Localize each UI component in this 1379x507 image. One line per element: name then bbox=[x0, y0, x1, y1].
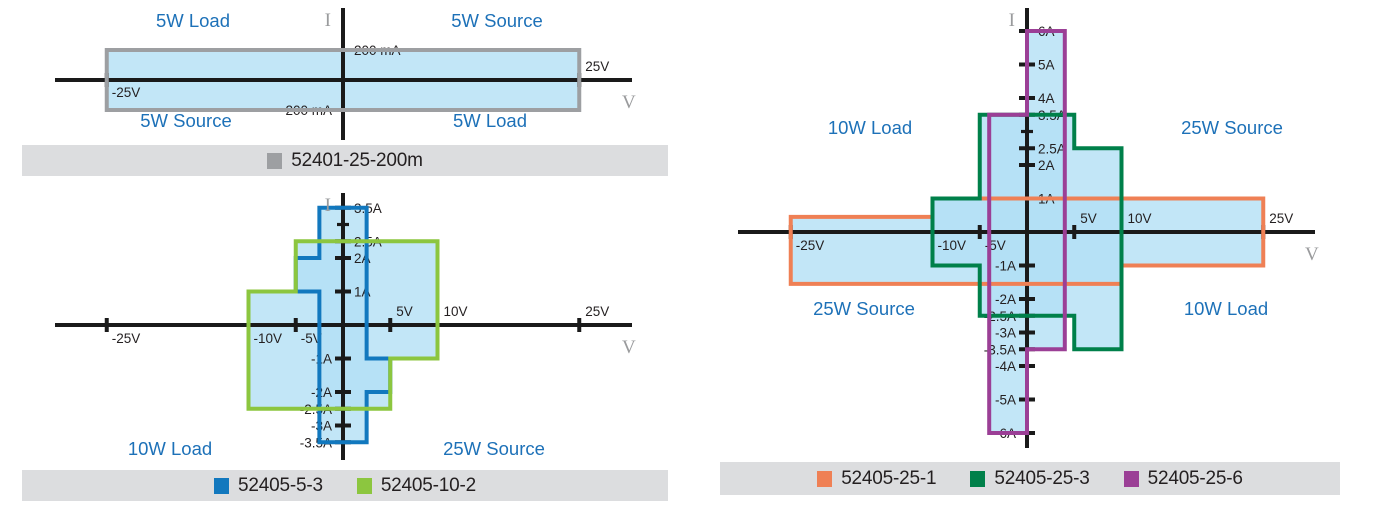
legend-entry: 52405-10-2 bbox=[356, 474, 477, 497]
voltage-tick-label: -25V bbox=[112, 331, 141, 346]
legend-swatch-icon bbox=[1123, 470, 1139, 487]
region-outline-52405-25-6 bbox=[987, 29, 1067, 435]
voltage-tick-label: 25V bbox=[585, 304, 609, 319]
current-tick-label: 2.5A bbox=[1038, 141, 1066, 156]
current-tick-label: -1A bbox=[311, 352, 332, 367]
current-tick-label: -3.5A bbox=[300, 435, 332, 450]
voltage-tick-label: -25V bbox=[112, 85, 141, 100]
voltage-tick-label: 10V bbox=[1128, 211, 1152, 226]
current-tick-label: 2A bbox=[1038, 158, 1055, 173]
legend-swatch-icon bbox=[817, 470, 833, 487]
quadrant-label-q1: 25W Source bbox=[443, 438, 545, 459]
voltage-tick-label: 5V bbox=[1080, 211, 1097, 226]
legend-label: 52405-5-3 bbox=[237, 474, 323, 496]
current-tick-label: -4A bbox=[995, 359, 1016, 374]
quadrant-label-q4: 10W Load bbox=[1184, 298, 1268, 319]
current-tick-label: -1A bbox=[995, 259, 1016, 274]
voltage-tick-label: -25V bbox=[796, 238, 825, 253]
legend-entry: 52405-25-1 bbox=[817, 467, 937, 490]
quadrant-label-q2: 10W Load bbox=[128, 438, 212, 459]
voltage-tick-label: 10V bbox=[444, 304, 468, 319]
quadrant-label-q3: 25W Source bbox=[813, 298, 915, 319]
quadrant-label-q1: 5W Source bbox=[451, 10, 543, 31]
voltage-tick-label: 25V bbox=[1269, 211, 1293, 226]
voltage-tick-label: 25V bbox=[585, 59, 609, 74]
current-tick-label: -3A bbox=[995, 326, 1016, 341]
voltage-tick-label: -10V bbox=[938, 238, 967, 253]
legend-label: 52401-25-200m bbox=[291, 149, 423, 171]
legend-swatch-icon bbox=[970, 470, 986, 487]
legend-label: 52405-25-3 bbox=[994, 467, 1090, 489]
voltage-tick-label: 5V bbox=[396, 304, 413, 319]
voltage-axis-letter: V bbox=[1305, 244, 1319, 265]
quadrant-label-q3: 5W Source bbox=[140, 110, 232, 131]
quadrant-label-q1: 25W Source bbox=[1181, 117, 1283, 138]
current-axis-letter: I bbox=[325, 195, 331, 216]
current-tick-label: -3A bbox=[311, 419, 332, 434]
current-axis-letter: I bbox=[325, 10, 331, 31]
voltage-tick-label: -5V bbox=[301, 331, 322, 346]
region-outline-52405-10-2 bbox=[246, 239, 440, 411]
voltage-tick-label: -10V bbox=[254, 331, 283, 346]
voltage-axis-letter: V bbox=[622, 92, 636, 113]
legend-entry: 52405-25-6 bbox=[1123, 467, 1243, 490]
legend-swatch-icon bbox=[213, 477, 229, 494]
current-tick-label: 5A bbox=[1038, 58, 1055, 73]
legend-label: 52405-25-6 bbox=[1147, 467, 1243, 489]
region-outline-52405-25-3 bbox=[930, 112, 1124, 352]
legend-entry: 52405-5-3 bbox=[213, 474, 323, 497]
current-tick-label: 4A bbox=[1038, 91, 1055, 106]
current-tick-label: -5A bbox=[995, 393, 1016, 408]
voltage-axis-letter: V bbox=[622, 337, 636, 358]
quadrant-label-q2: 5W Load bbox=[156, 10, 230, 31]
legend-swatch-icon bbox=[267, 152, 283, 169]
legend-52405-low: 52405-5-3 52405-10-2 bbox=[22, 470, 668, 501]
legend-swatch-icon bbox=[356, 477, 372, 494]
current-tick-label: -2A bbox=[995, 292, 1016, 307]
region-outline-52401-25-200m bbox=[104, 48, 582, 112]
legend-label: 52405-25-1 bbox=[841, 467, 937, 489]
legend-entry: 52401-25-200m bbox=[267, 150, 423, 172]
current-axis-letter: I bbox=[1009, 10, 1015, 31]
legend-52401: 52401-25-200m bbox=[22, 145, 668, 176]
current-tick-label: -3.5A bbox=[984, 342, 1016, 357]
quadrant-label-q2: 10W Load bbox=[828, 117, 912, 138]
quadrant-label-q4: 5W Load bbox=[453, 110, 527, 131]
legend-52405-high: 52405-25-1 52405-25-3 52405-25-6 bbox=[720, 462, 1340, 495]
legend-entry: 52405-25-3 bbox=[970, 467, 1090, 490]
legend-label: 52405-10-2 bbox=[380, 474, 477, 496]
current-tick-label: -2A bbox=[311, 385, 332, 400]
